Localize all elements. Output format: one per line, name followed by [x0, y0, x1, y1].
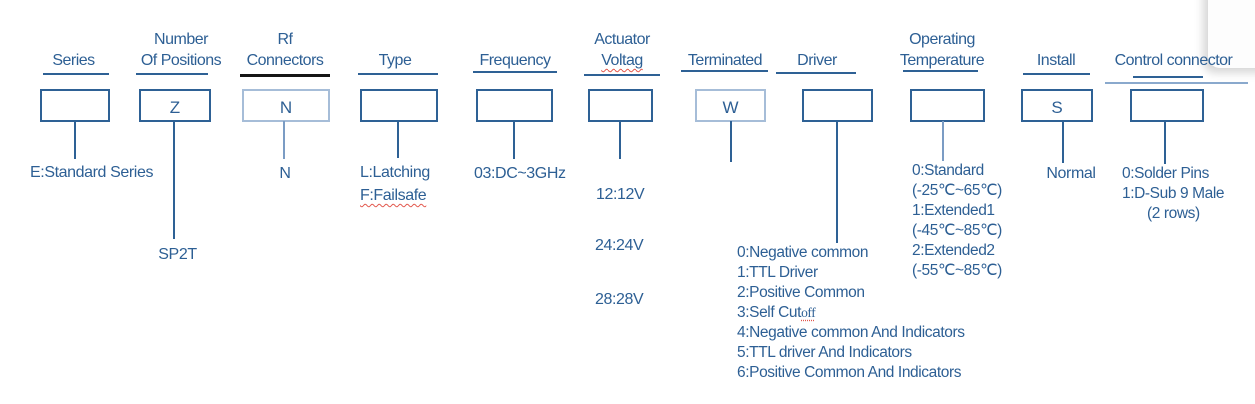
header-underline-type: [358, 73, 438, 75]
code-box-rf-connectors: N: [242, 89, 330, 122]
code-box-frequency: [476, 89, 553, 122]
driver-option-cutoff-suffix: off: [801, 305, 816, 320]
connector-line-install: [1062, 121, 1064, 163]
header-line: Temperature: [899, 52, 985, 69]
header-underline-terminated: [681, 70, 768, 72]
header-line: Series: [52, 52, 95, 69]
connector-line-actuator-voltage: [619, 121, 621, 159]
temperature-options-list: 0:Standard (-25℃~65℃) 1:Extended1 (-45℃~…: [912, 161, 1002, 281]
driver-option: 6:Positive Common And Indicators: [737, 364, 962, 381]
column-header-terminated: Terminated: [670, 50, 780, 71]
code-box-label: S: [1051, 97, 1063, 117]
connector-line-frequency: [513, 121, 515, 159]
connector-line-type: [397, 121, 399, 158]
code-box-terminated: W: [695, 89, 766, 122]
header-line: Control connector: [1114, 52, 1233, 69]
code-box-install: S: [1021, 89, 1093, 122]
code-box-label: W: [722, 97, 739, 117]
header-line: Actuator: [594, 31, 650, 48]
column-header-control-connector: Control connector: [1101, 50, 1246, 71]
code-box-label: N: [279, 97, 293, 117]
temperature-option: 2:Extended2: [912, 242, 995, 259]
value-rf-connectors: N: [279, 165, 291, 182]
driver-option: 4:Negative common And Indicators: [737, 324, 965, 341]
header-line: Operating: [909, 31, 975, 48]
temperature-option: 1:Extended1: [912, 202, 995, 219]
code-box-series: [40, 89, 110, 122]
driver-option: 0:Negative common: [737, 244, 869, 261]
column-header-driver: Driver: [767, 50, 867, 71]
temperature-option: (-25℃~65℃): [912, 182, 1002, 199]
value-number-of-positions: SP2T: [158, 246, 197, 263]
control-connector-option-note: (2 rows): [1147, 205, 1200, 222]
header-line: Of Positions: [140, 52, 222, 69]
column-header-rf-connectors: Rf Connectors: [237, 29, 333, 71]
driver-option: 3:Self Cutoff: [737, 303, 965, 323]
connector-line-terminated: [730, 121, 732, 162]
header-underline-rf-connectors: [240, 74, 330, 77]
code-box-driver: [802, 89, 873, 122]
header-underline-actuator-voltage: [584, 74, 660, 76]
code-box-operating-temperature: [910, 89, 985, 122]
header-underline-control-connector: [1133, 76, 1203, 78]
header-line: Connectors: [246, 52, 324, 69]
header-line: Type: [378, 52, 412, 69]
code-box-control-connector: [1130, 89, 1204, 122]
value-series: E:Standard Series: [30, 164, 154, 181]
connector-line-number-of-positions: [173, 121, 175, 239]
column-header-type: Type: [347, 50, 443, 71]
temperature-option: (-45℃~85℃): [912, 222, 1002, 239]
control-connector-option: 0:Solder Pins: [1122, 165, 1209, 182]
column-header-number-of-positions: Number Of Positions: [127, 29, 235, 71]
code-box-actuator-voltage: [588, 89, 653, 122]
connector-line-series: [74, 121, 76, 159]
value-voltage-28v: 28:28V: [595, 291, 644, 308]
control-connector-options-list: 0:Solder Pins 1:D-Sub 9 Male (2 rows): [1122, 164, 1224, 224]
connector-line-control-connector: [1164, 121, 1166, 164]
temperature-option: 0:Standard: [912, 162, 984, 179]
value-voltage-24v: 24:24V: [595, 237, 644, 254]
code-box-number-of-positions: Z: [139, 89, 211, 122]
header-line: Install: [1036, 52, 1076, 69]
connector-line-operating-temperature: [942, 121, 944, 161]
value-frequency: 03:DC~3GHz: [474, 165, 566, 182]
header-underline-number-of-positions: [136, 73, 208, 75]
connector-line-driver: [836, 122, 838, 243]
value-type-failsafe: F:Failsafe: [360, 187, 427, 204]
code-box-type: [360, 89, 438, 122]
code-box-label: Z: [169, 97, 181, 117]
column-header-actuator-voltage: Actuator Voltag: [574, 29, 670, 71]
control-connector-option: 1:D-Sub 9 Male: [1122, 185, 1225, 202]
header-line: Driver: [797, 52, 837, 69]
header-underline-install: [1023, 73, 1090, 75]
column-header-install: Install: [1008, 50, 1104, 71]
driver-option: 2:Positive Common: [737, 284, 865, 301]
driver-option: 1:TTL Driver: [737, 264, 818, 281]
header-line-voltag-misspelled: Voltag: [601, 52, 643, 69]
connector-line-rf-connectors: [283, 121, 285, 159]
header-underline-frequency: [473, 71, 557, 73]
column-header-operating-temperature: Operating Temperature: [892, 29, 992, 71]
driver-options-list: 0:Negative common 1:TTL Driver 2:Positiv…: [737, 243, 965, 383]
driver-option: 5:TTL driver And Indicators: [737, 344, 912, 361]
value-type-latching: L:Latching: [360, 164, 430, 181]
header-line: Frequency: [479, 52, 551, 69]
driver-option-text: 3:Self Cut: [737, 304, 802, 321]
header-underline-series: [43, 73, 109, 75]
header-long-underline-control-connector: [1105, 82, 1248, 84]
column-header-series: Series: [26, 50, 121, 71]
value-install: Normal: [1046, 165, 1096, 182]
overlay-card-corner: [1208, 0, 1255, 68]
header-underline-operating-temperature: [903, 70, 978, 72]
header-line: Number: [154, 31, 208, 48]
temperature-option: (-55℃~85℃): [912, 262, 1002, 279]
value-voltage-12v: 12:12V: [596, 186, 645, 203]
header-line: Rf: [277, 31, 294, 48]
header-underline-driver: [776, 72, 856, 74]
header-line: Terminated: [687, 52, 763, 69]
column-header-frequency: Frequency: [467, 50, 563, 71]
